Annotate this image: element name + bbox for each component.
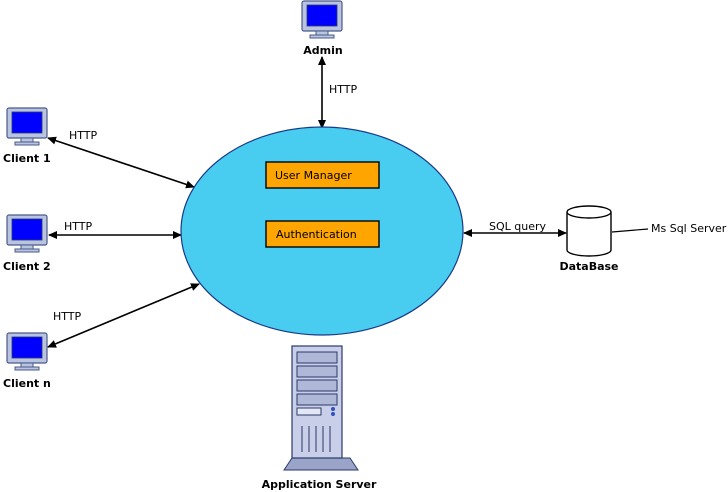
server-label: Application Server bbox=[262, 478, 377, 491]
client1-link-label: HTTP bbox=[69, 129, 98, 142]
client1-link bbox=[47, 136, 195, 189]
monitor-icon bbox=[6, 107, 48, 146]
admin-label: Admin bbox=[303, 44, 342, 57]
server-tower-icon bbox=[283, 345, 359, 471]
user-manager-label: User Manager bbox=[275, 169, 352, 182]
database-link-label: SQL query bbox=[489, 220, 547, 233]
client2-label: Client 2 bbox=[3, 260, 51, 273]
clientn-label: Client n bbox=[3, 377, 51, 390]
clientn-link-label: HTTP bbox=[53, 310, 82, 323]
user-manager-module: User Manager bbox=[265, 161, 380, 189]
client2-node: Client 2 bbox=[3, 214, 51, 273]
database-label: DataBase bbox=[559, 260, 618, 273]
clientn-link bbox=[47, 283, 200, 348]
database-icon bbox=[566, 205, 612, 257]
client2-link-label: HTTP bbox=[64, 220, 93, 233]
authentication-label: Authentication bbox=[276, 228, 357, 241]
client1-node: Client 1 bbox=[3, 107, 51, 165]
admin-node: Admin bbox=[301, 0, 343, 57]
client1-label: Client 1 bbox=[3, 152, 51, 165]
monitor-icon bbox=[301, 0, 343, 39]
db-engine-line bbox=[611, 228, 649, 233]
monitor-icon bbox=[6, 214, 48, 253]
clientn-node: Client n bbox=[3, 332, 51, 390]
monitor-icon bbox=[6, 332, 48, 371]
db-engine-label: Ms Sql Server bbox=[651, 222, 727, 235]
database-node: DataBase bbox=[559, 205, 619, 273]
admin-link-label: HTTP bbox=[329, 83, 358, 96]
authentication-module: Authentication bbox=[265, 220, 380, 248]
